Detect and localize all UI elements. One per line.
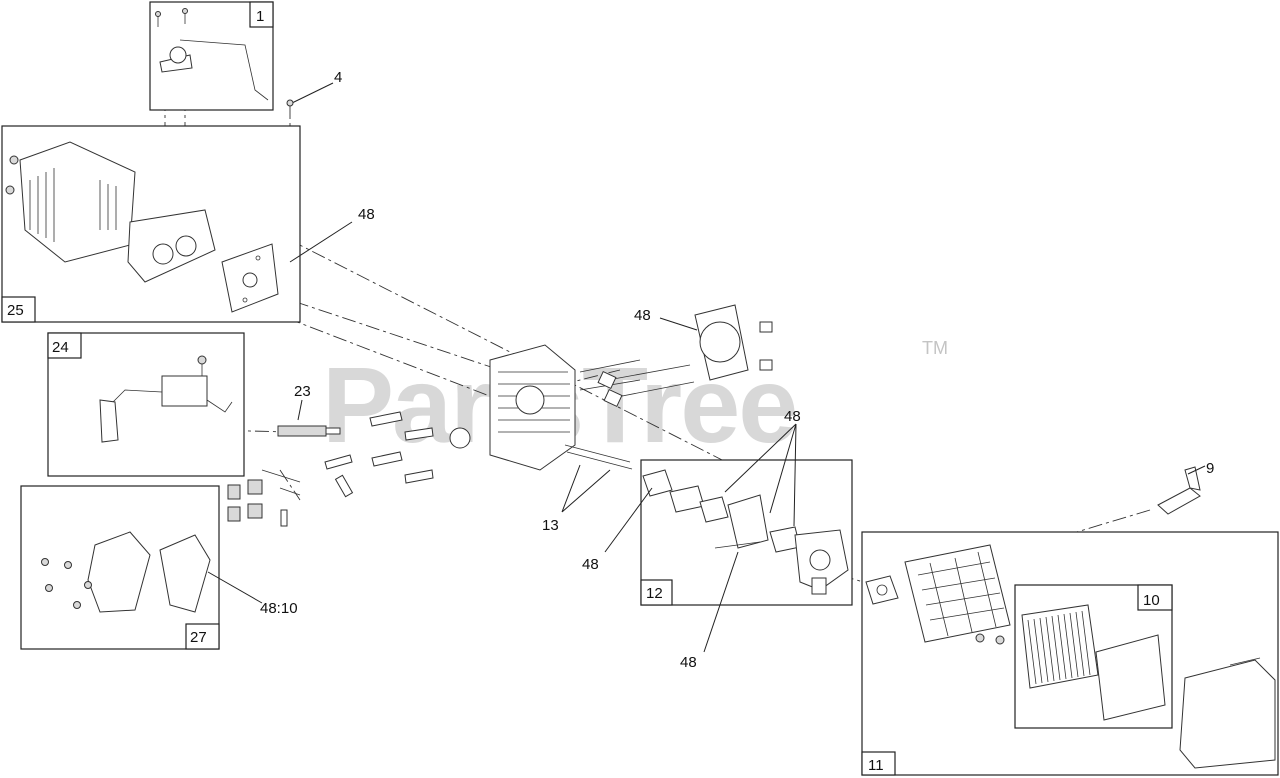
callout-9-label: 9 — [1206, 460, 1214, 477]
box-tag-25: 25 — [7, 302, 24, 319]
spark-plug-part — [277, 425, 341, 437]
box-12: 12 — [640, 459, 853, 606]
head-gasket-part — [694, 304, 773, 381]
muffler-gasket-part — [221, 243, 279, 313]
callout-48-carb: 48 — [724, 408, 801, 527]
callout-48-carb-label: 48 — [784, 408, 801, 425]
callout-48-muffler-label: 48 — [358, 206, 375, 223]
governor-bracket-part — [155, 8, 269, 101]
watermark-trademark: TM — [922, 338, 948, 358]
callout-48-muffler: 48 — [289, 206, 375, 263]
air-cleaner-cover-part — [1179, 657, 1276, 769]
head-bolts — [324, 411, 471, 484]
box-tag-10: 10 — [1143, 592, 1160, 609]
filter-element-part — [1021, 604, 1099, 689]
callout-48-left-label: 48 — [582, 556, 599, 573]
callout-48-bottom: 48 — [680, 551, 739, 671]
box-25: 25 — [1, 125, 301, 323]
callout-13: 13 — [542, 464, 611, 534]
valve-cover-part — [87, 531, 211, 613]
callout-9: 9 — [1157, 460, 1214, 515]
box-1: 1 — [149, 1, 274, 111]
cylinder-head-part — [489, 344, 576, 471]
carb-studs — [564, 359, 695, 470]
callout-13-label: 13 — [542, 517, 559, 534]
callout-48-left: 48 — [582, 487, 653, 573]
box-tag-11: 11 — [868, 757, 884, 774]
air-cleaner-base-part — [904, 544, 1011, 645]
muffler-shield-part — [5, 141, 136, 263]
carburetor-part — [794, 529, 849, 595]
air-cleaner-gasket-part — [865, 575, 899, 605]
muffler-body-part — [127, 209, 216, 283]
box-tag-12: 12 — [646, 585, 663, 602]
box-tag-1: 1 — [256, 8, 264, 25]
carb-gaskets — [642, 469, 801, 553]
box-tag-24: 24 — [52, 339, 69, 356]
pre-cleaner-part — [1095, 634, 1166, 721]
callout-48-10-label: 48:10 — [260, 600, 298, 617]
callout-48-bottom-label: 48 — [680, 654, 697, 671]
callout-23: 23 — [277, 383, 341, 437]
box-27: 27 — [20, 485, 220, 650]
box-24: 24 — [47, 332, 245, 477]
callout-4: 4 — [286, 69, 342, 107]
box-tag-27: 27 — [190, 629, 207, 646]
valve-parts — [227, 469, 354, 527]
callout-48-headgasket-label: 48 — [634, 307, 651, 324]
callout-48-headgasket: 48 — [634, 307, 698, 331]
ignition-coil-part — [99, 355, 233, 443]
callout-4-label: 4 — [334, 69, 342, 86]
callout-23-label: 23 — [294, 383, 311, 400]
box-10: 10 — [1014, 584, 1173, 729]
callout-48-10: 48:10 — [207, 571, 298, 617]
valve-cover-screws — [41, 558, 92, 609]
